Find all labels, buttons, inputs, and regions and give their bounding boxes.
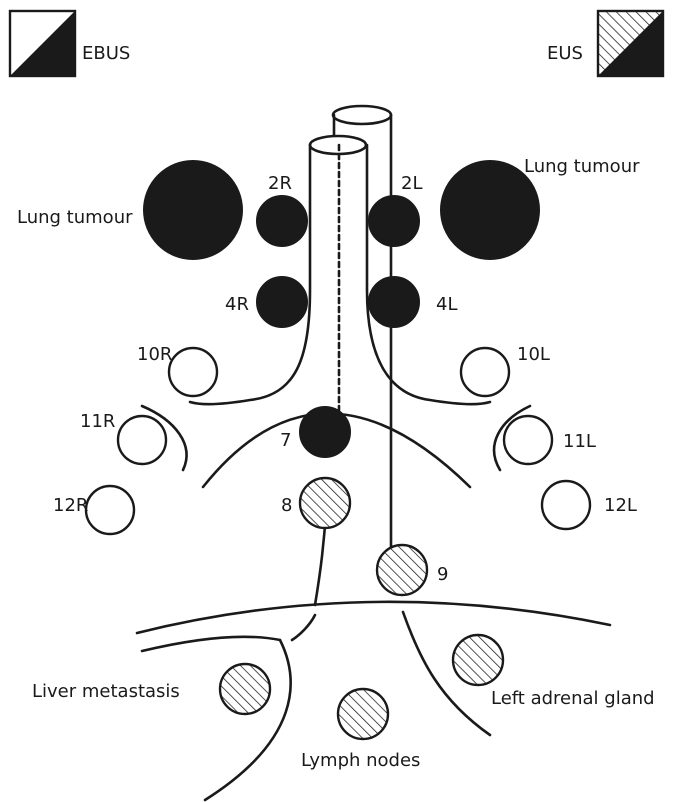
node-7-label: 7 [280,430,291,451]
lung-tumour-left-mass [144,161,242,259]
legend-ebus: EBUS [10,11,130,76]
node-4L [369,277,419,327]
liver-metastasis-label: Liver metastasis [32,681,180,702]
descending-lower-left-2 [292,615,315,640]
node-8 [300,478,350,528]
node-8-label: 8 [281,495,292,516]
node-10R-label: 10R [137,344,172,365]
ebus-legend-label: EBUS [82,43,130,64]
left-adrenal-gland-label: Left adrenal gland [491,688,655,709]
node-2L-label: 2L [401,173,422,194]
left-adrenal-node [453,635,503,685]
node-4L-label: 4L [436,294,457,315]
node-10L-label: 10L [517,344,550,365]
node-11R-label: 11R [80,411,115,432]
node-9-label: 9 [437,564,448,585]
eus-legend-label: EUS [547,43,583,64]
node-11L-label: 11L [563,431,596,452]
node-4R [257,277,307,327]
legend-eus: EUS [547,11,663,76]
diaphragm-line-lower [142,637,280,651]
lung-tumour-left-label: Lung tumour [17,207,133,228]
oesophagus-opening [333,106,391,124]
node-10R [169,348,217,396]
node-7 [300,407,350,457]
mediastinal-contours [137,406,610,800]
lung-tumour-right-label: Lung tumour [524,156,640,177]
node-9 [377,545,427,595]
node-2R-label: 2R [268,173,292,194]
node-12R-label: 12R [53,495,88,516]
node-12L [542,481,590,529]
node-12R [86,486,134,534]
node-2R [257,196,307,246]
node-11L [504,416,552,464]
diaphragm-line [137,602,610,633]
node-11R [118,416,166,464]
node-2L [369,196,419,246]
lymph-nodes-node [338,689,388,739]
node-10L [461,348,509,396]
node-4R-label: 4R [225,294,249,315]
lymph-nodes-label: Lymph nodes [301,750,420,771]
liver-metastasis-node [220,664,270,714]
trachea [190,136,490,410]
node-12L-label: 12L [604,495,637,516]
